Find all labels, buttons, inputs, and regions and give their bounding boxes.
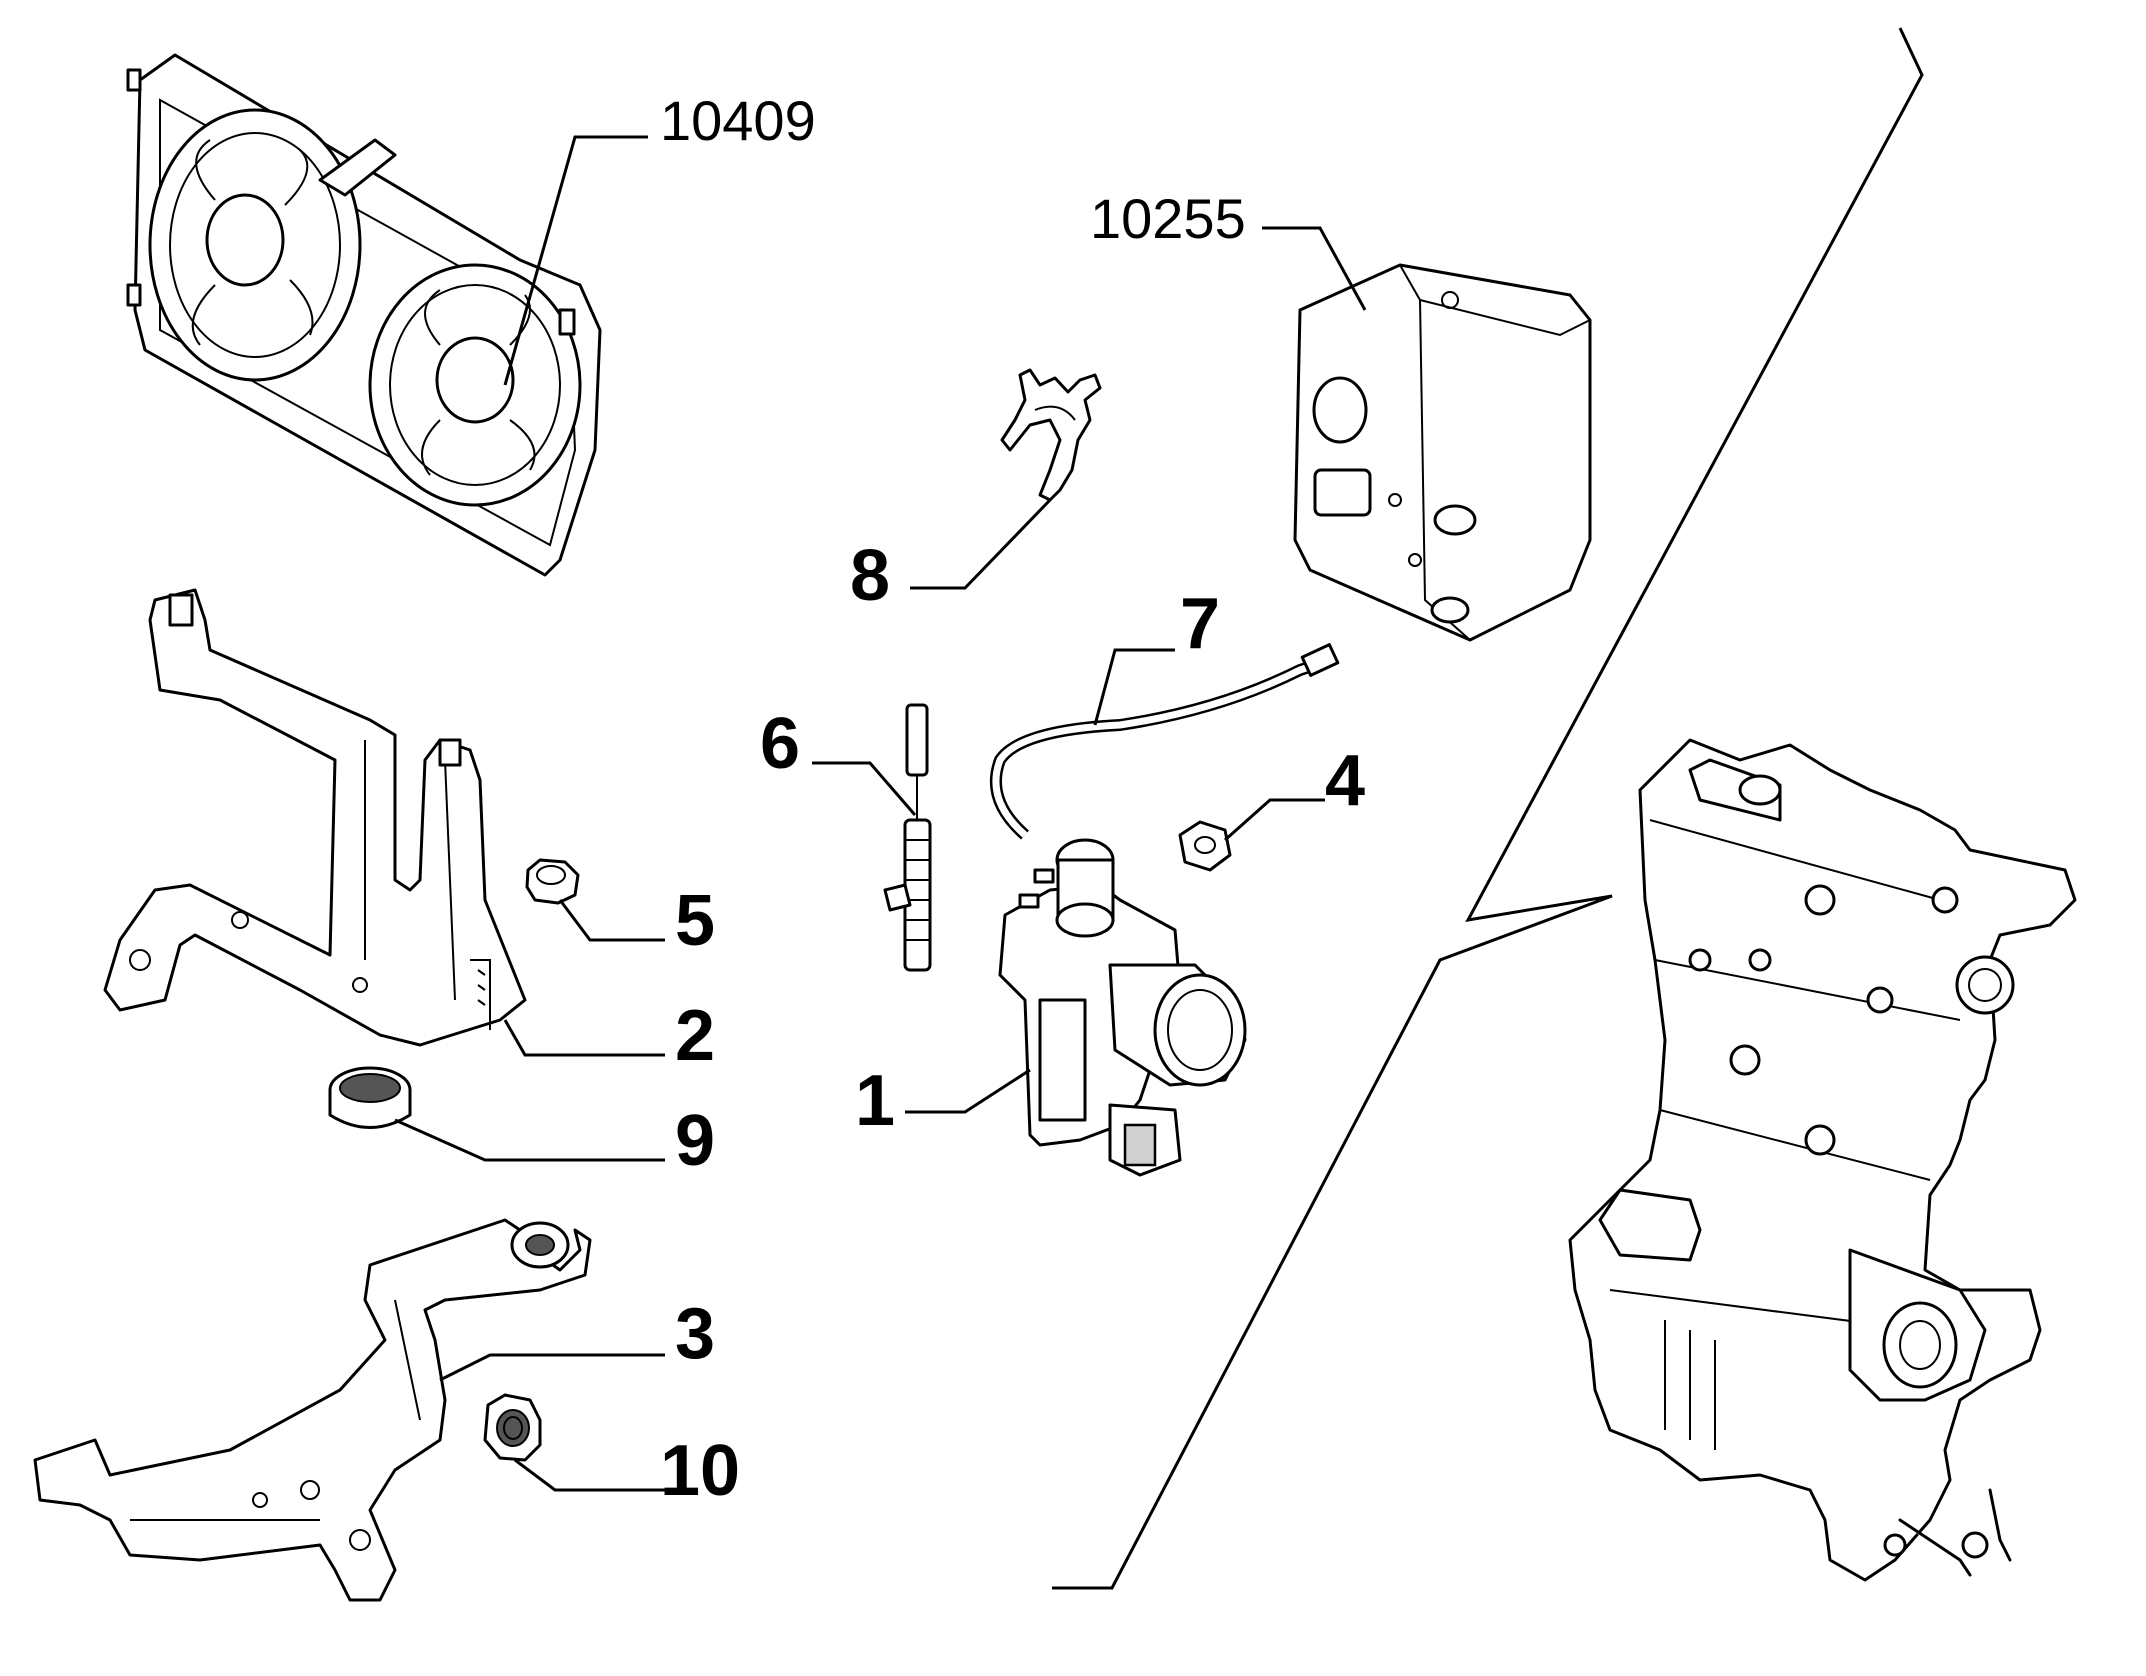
callout-5: 5	[675, 881, 715, 961]
callout-2: 2	[675, 996, 715, 1076]
leader-10409	[503, 135, 648, 386]
leader-3	[439, 1353, 665, 1382]
leader-10	[514, 1458, 665, 1492]
callout-4: 4	[1325, 741, 1365, 821]
callout-10409: 10409	[660, 89, 816, 152]
hose-clamp	[1000, 368, 1102, 502]
solenoid-valve	[998, 838, 1247, 1177]
callout-10255: 10255	[1090, 187, 1246, 250]
callout-10: 10	[660, 1431, 740, 1511]
callout-3: 3	[675, 1294, 715, 1374]
leader-6	[812, 761, 917, 816]
callout-1: 1	[855, 1061, 895, 1141]
threaded-stud	[883, 703, 932, 972]
callout-9: 9	[675, 1101, 715, 1181]
vacuum-hose	[989, 643, 1340, 840]
leader-9	[394, 1118, 665, 1162]
engine-block	[1568, 738, 2077, 1582]
section-break-line	[1052, 27, 1924, 1590]
leader-8	[910, 498, 1052, 590]
leader-4	[1224, 798, 1325, 842]
leader-5	[558, 899, 665, 942]
rubber-grommet	[328, 1066, 412, 1129]
callout-6: 6	[760, 704, 800, 784]
callout-7: 7	[1180, 584, 1220, 664]
leader-7	[1093, 648, 1175, 726]
mounting-bracket-upper	[103, 588, 527, 1047]
nut	[1178, 820, 1232, 872]
leader-2	[503, 1019, 665, 1057]
callout-8: 8	[850, 536, 890, 616]
leader-10255	[1262, 226, 1367, 311]
leader-1	[905, 1068, 1031, 1114]
mounting-bracket-lower	[33, 1218, 592, 1602]
hex-nut	[525, 858, 580, 905]
radiator-fan-assembly	[126, 53, 602, 577]
vacuum-pump-housing	[1293, 263, 1592, 642]
flanged-nut	[483, 1393, 542, 1462]
